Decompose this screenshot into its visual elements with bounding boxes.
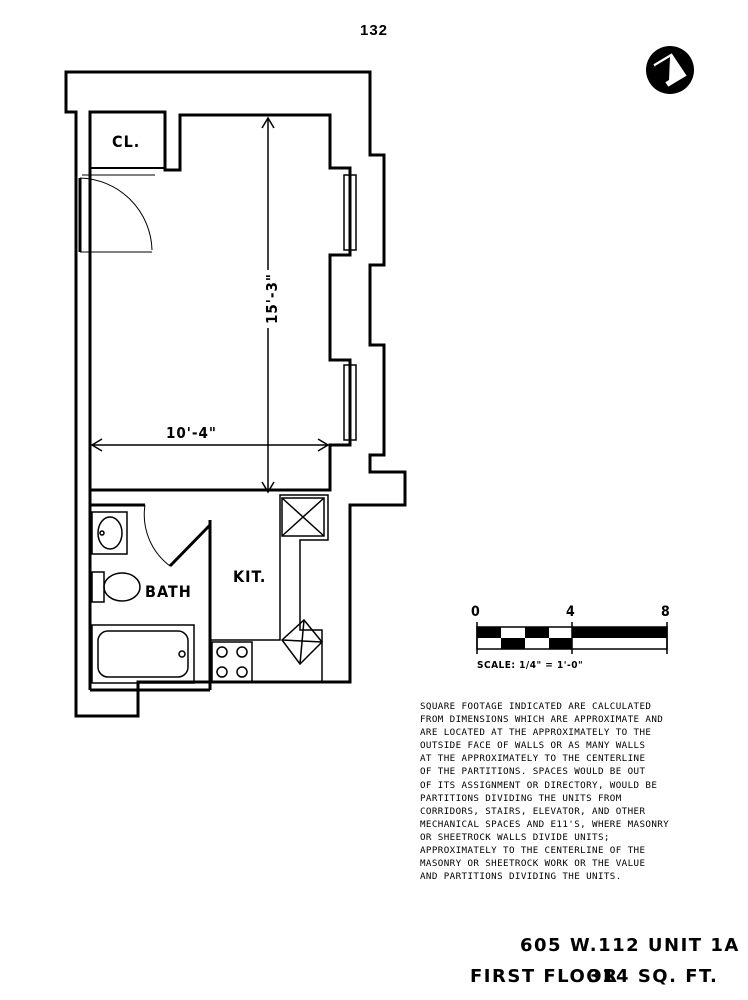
- toilet: [91, 571, 141, 603]
- bath-door: [143, 504, 212, 568]
- exterior-walls: [64, 70, 407, 718]
- notes-line: MASONRY OR SHEETROCK WORK OR THE VALUE: [420, 858, 646, 870]
- title-floor: FIRST FLOOR: [470, 966, 619, 987]
- kitchen-counter: [209, 494, 329, 683]
- scale-tick-0: 0: [471, 604, 480, 620]
- entry-door: [78, 177, 153, 253]
- closet: [82, 167, 165, 255]
- page-number: 132: [359, 22, 389, 39]
- kitchen-stove: [211, 641, 253, 683]
- bath-sink: [91, 511, 128, 555]
- notes-block: SQUARE FOOTAGE INDICATED ARE CALCULATED …: [420, 700, 676, 883]
- notes-line: APPROXIMATELY TO THE CENTERLINE OF THE: [420, 845, 646, 857]
- windows: [343, 174, 357, 441]
- dimension-horizontal-label: 10'-4": [162, 424, 221, 442]
- north-arrow-icon: [646, 46, 694, 94]
- notes-line: FROM DIMENSIONS WHICH ARE APPROXIMATE AN…: [420, 714, 664, 726]
- notes-line: CORRIDORS, STAIRS, ELEVATOR, AND OTHER: [420, 805, 646, 817]
- scale-label: SCALE: 1/4" = 1'-0": [477, 660, 584, 671]
- notes-line: AT THE APPROXIMATELY TO THE CENTERLINE: [420, 753, 646, 765]
- room-label-kitchen: KIT.: [233, 567, 267, 586]
- notes-line: OF ITS ASSIGNMENT OR DIRECTORY, WOULD BE: [420, 779, 658, 791]
- notes-line: OF THE PARTITIONS. SPACES WOULD BE OUT: [420, 766, 646, 778]
- notes-line: ARE LOCATED AT THE APPROXIMATELY TO THE: [420, 727, 652, 739]
- notes-line: MECHANICAL SPACES AND E11'S, WHERE MASON…: [420, 818, 670, 830]
- scale-bar: [476, 622, 668, 654]
- interior-walls: [88, 490, 212, 692]
- bathtub: [91, 624, 195, 684]
- notes-line: AND PARTITIONS DIVIDING THE UNITS.: [420, 871, 622, 883]
- room-label-closet: CL.: [112, 132, 141, 151]
- room-label-bath: BATH: [145, 582, 192, 601]
- refrigerator: [280, 618, 324, 666]
- scale-tick-8: 8: [661, 604, 670, 620]
- kitchen-sink: [281, 497, 325, 537]
- scale-tick-4: 4: [566, 604, 575, 620]
- dimension-horizontal-line: [90, 438, 330, 452]
- notes-line: OR SHEETROCK WALLS DIVIDE UNITS;: [420, 831, 610, 843]
- notes-line: SQUARE FOOTAGE INDICATED ARE CALCULATED: [420, 701, 652, 712]
- title-area: 314 SQ. FT.: [588, 966, 719, 987]
- dimension-vertical-label: 15'-3": [263, 270, 281, 328]
- title-address-unit: 605 W.112 UNIT 1A: [520, 935, 740, 956]
- notes-line: PARTITIONS DIVIDING THE UNITS FROM: [420, 792, 622, 804]
- notes-line: OUTSIDE FACE OF WALLS OR AS MANY WALLS: [420, 740, 646, 752]
